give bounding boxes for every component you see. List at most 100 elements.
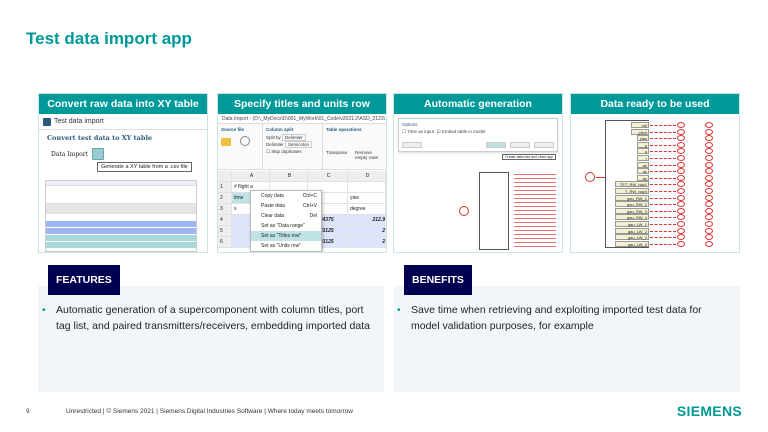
port-tag: gau_RW_4 <box>615 214 649 221</box>
port-tag: gau_RW_1 <box>615 194 649 201</box>
receiver-icon[interactable] <box>705 174 713 181</box>
transmitter-icon[interactable] <box>677 194 685 201</box>
receiver-icon[interactable] <box>705 188 713 194</box>
transmitter-icon[interactable] <box>677 174 685 181</box>
receiver-icon[interactable] <box>705 122 713 128</box>
transmitter-icon[interactable] <box>677 181 685 188</box>
transmitter-icon[interactable] <box>677 128 685 135</box>
cancel-button[interactable] <box>510 142 530 148</box>
transmitter-icon[interactable] <box>677 201 685 208</box>
receiver-icon[interactable] <box>705 240 713 247</box>
transmitter-icon[interactable] <box>677 207 685 214</box>
field-label: Data Import <box>51 150 89 158</box>
receiver-icon[interactable] <box>705 161 713 168</box>
supercomponent-block[interactable] <box>479 172 509 250</box>
remove-empty-rows-button[interactable]: Remove empty rows <box>355 150 379 160</box>
benefits-tag: BENEFITS <box>404 265 472 295</box>
transmitter-icon[interactable] <box>677 227 685 234</box>
transmitter-icon[interactable] <box>677 234 685 241</box>
app-title: Test data import <box>54 118 104 125</box>
delimiter-select[interactable]: Semicolon <box>285 141 313 148</box>
panel-header: Data ready to be used <box>571 94 739 114</box>
ok-button[interactable] <box>486 142 506 148</box>
reload-icon[interactable] <box>240 136 251 146</box>
port-tag: gau_LW_3 <box>615 234 649 241</box>
receiver-icon[interactable] <box>705 128 713 135</box>
receiver-icon[interactable] <box>705 181 713 188</box>
port-tag: T_RW_bay4 <box>615 188 649 194</box>
transmitter-icon[interactable] <box>677 221 685 227</box>
port-tag: pitch <box>631 128 649 135</box>
receiver-icon[interactable] <box>705 135 713 142</box>
menu-item-data-range[interactable]: Set as "Data range" <box>261 223 305 229</box>
apply-button[interactable] <box>534 142 554 148</box>
data-import-window-preview <box>45 180 197 252</box>
section-title: Convert test data to XY table <box>47 134 153 142</box>
receiver-icon[interactable] <box>705 221 713 227</box>
transmitter-icon[interactable] <box>677 135 685 142</box>
receiver-icon[interactable] <box>705 148 713 155</box>
window-title: Data Import - (D:\_MyDocs\D\001_MyWork\0… <box>218 114 386 124</box>
tooltip: Create data.xlsx and close app <box>502 154 557 160</box>
port-tag: r <box>637 155 649 161</box>
slide-title: Test data import app <box>26 29 192 48</box>
panel-header: Convert raw data into XY table <box>39 94 207 114</box>
transpose-button[interactable]: Transpose <box>326 150 348 155</box>
transmitter-icon[interactable] <box>677 168 685 175</box>
receiver-icon[interactable] <box>705 155 713 161</box>
skip-duplicates-checkbox[interactable]: ☐ Skip duplicates <box>266 149 302 154</box>
app-titlebar: Test data import <box>39 114 207 130</box>
receiver-icon[interactable] <box>705 227 713 234</box>
page-number: 9 <box>26 408 30 415</box>
footer-text: Unrestricted | © Siemens 2021 | Siemens … <box>66 408 353 415</box>
receiver-icon[interactable] <box>705 141 713 148</box>
tooltip: Generate a XY table from a .csv file <box>97 162 192 172</box>
receiver-icon[interactable] <box>705 201 713 208</box>
transmitter-icon[interactable] <box>677 148 685 155</box>
siemens-logo: SIEMENS <box>676 403 742 419</box>
transmitter-icon[interactable] <box>677 155 685 161</box>
split-by-select[interactable]: Delimiter <box>282 134 306 141</box>
transmitter-icon[interactable] <box>677 214 685 221</box>
time-source-icon <box>459 206 469 216</box>
data-import-button[interactable] <box>92 148 105 160</box>
ribbon-group-label: Column split <box>266 127 294 132</box>
receiver-icon[interactable] <box>705 168 713 175</box>
receiver-icon[interactable] <box>705 214 713 221</box>
transmitter-icon[interactable] <box>677 240 685 247</box>
menu-item-titles-row[interactable]: Set as "Titles row" <box>251 231 321 241</box>
ribbon-group-label: Table operations <box>326 127 362 132</box>
port-tag: ay <box>637 168 649 175</box>
port-tag: az <box>637 174 649 181</box>
help-button[interactable] <box>402 142 422 148</box>
transmitter-icon[interactable] <box>677 188 685 194</box>
port-tag: ax <box>637 161 649 168</box>
port-tag: roll <box>631 122 649 128</box>
port-tag: yaw <box>637 135 649 142</box>
transmitter-icon[interactable] <box>677 161 685 168</box>
options-label: Options <box>402 122 418 127</box>
port-tag: gau_LW_4 <box>615 240 649 247</box>
port-tag: gau_RW_3 <box>615 207 649 214</box>
receiver-icon[interactable] <box>705 234 713 241</box>
time-source-icon <box>585 172 595 182</box>
transmitter-icon[interactable] <box>677 141 685 148</box>
menu-item-units-row[interactable]: Set as "Units row" <box>261 243 301 249</box>
receiver-icon[interactable] <box>705 207 713 214</box>
embed-table-checkbox[interactable]: ☑ Embed table in model <box>436 129 486 134</box>
panel-convert: Convert raw data into XY table Test data… <box>38 93 208 253</box>
open-folder-icon[interactable] <box>221 138 231 146</box>
port-tag: gau_LW_1 <box>615 221 649 227</box>
panel-titles-units: Specify titles and units row Data Import… <box>217 93 387 253</box>
ribbon: Source file Column split Split by Delimi… <box>218 124 386 170</box>
benefits-text: Save time when retrieving and exploiting… <box>397 302 731 334</box>
transmitter-icon[interactable] <box>677 122 685 128</box>
time-as-input-checkbox[interactable]: ☐ Time as input <box>402 129 435 134</box>
panel-header: Specify titles and units row <box>218 94 386 114</box>
receiver-icon[interactable] <box>705 194 713 201</box>
